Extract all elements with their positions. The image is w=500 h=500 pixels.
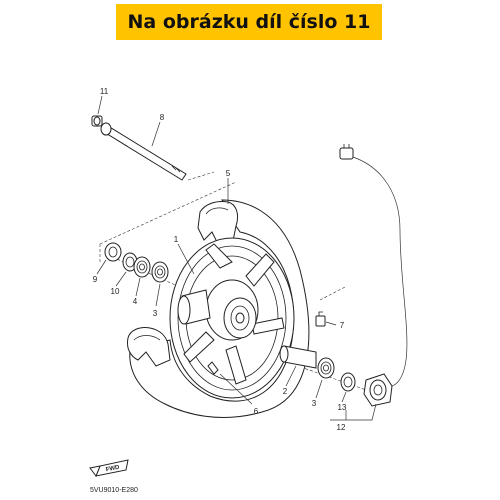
callout-10: 10	[111, 287, 120, 296]
part-4-bearing	[133, 256, 151, 278]
callout-4: 4	[133, 297, 138, 306]
callout-3-right: 3	[312, 399, 317, 408]
callout-numbers: 11 8 5 1 9 10 4 3 7 2 3 6 13 12	[93, 87, 347, 432]
callout-1: 1	[174, 235, 179, 244]
part-12-gear-unit	[363, 373, 393, 407]
callout-9: 9	[93, 275, 98, 284]
part-5-tire	[127, 199, 310, 418]
callout-5: 5	[226, 169, 231, 178]
part-11-nut	[91, 115, 103, 127]
callout-3-left: 3	[153, 309, 158, 318]
leader-lines	[96, 95, 377, 421]
part-3-bearing-right	[317, 357, 335, 379]
part-7-clip	[315, 311, 326, 327]
sensor-cable	[339, 144, 408, 387]
part-13-seal	[340, 372, 356, 392]
part-1-wheel	[169, 237, 295, 399]
fwd-label: FWD	[105, 465, 120, 474]
diagram-code: 5VU9010-E280	[90, 487, 138, 494]
part-10-oil-seal	[122, 252, 138, 272]
title-text: Na obrázku díl číslo 11	[127, 11, 371, 33]
callout-8: 8	[160, 113, 165, 122]
callout-13: 13	[338, 403, 347, 412]
callout-12: 12	[337, 423, 346, 432]
part-2-spacer	[279, 345, 317, 369]
title-banner: Na obrázku díl číslo 11	[116, 4, 382, 40]
part-3-bearing-left	[151, 261, 169, 283]
callout-7: 7	[340, 321, 345, 330]
part-8-axle	[100, 122, 187, 181]
part-9-collar	[104, 242, 122, 262]
callout-11: 11	[100, 87, 109, 96]
fwd-arrow-icon: FWD	[89, 459, 129, 478]
callout-2: 2	[283, 387, 288, 396]
callout-6: 6	[254, 407, 259, 416]
